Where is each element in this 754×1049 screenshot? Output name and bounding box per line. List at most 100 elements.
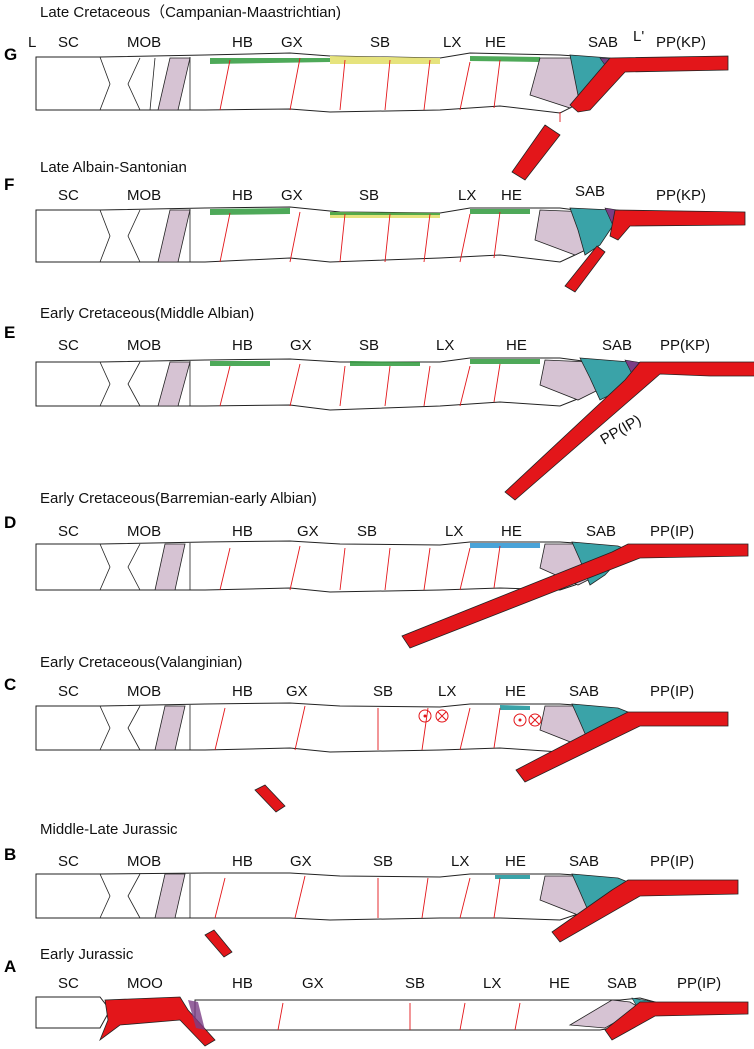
region-label-sc: SC — [58, 523, 79, 540]
region-label-hb: HB — [232, 34, 253, 51]
region-label-sc: SC — [58, 975, 79, 992]
region-label-mob: MOB — [127, 523, 161, 540]
region-label-he: HE — [485, 34, 506, 51]
panel-a: A Early Jurassic SC MOO HB GX SB LX HE S… — [4, 946, 749, 1047]
region-label-sab: SAB — [575, 183, 605, 200]
region-label-sc: SC — [58, 683, 79, 700]
region-label-sb: SB — [373, 683, 393, 700]
into-page-symbol — [435, 709, 449, 723]
subducting-plate — [609, 209, 746, 241]
region-label-sab: SAB — [586, 523, 616, 540]
region-label-pp: PP(KP) — [656, 34, 706, 51]
region-label-pp: PP(KP) — [660, 337, 710, 354]
region-label-sb: SB — [357, 523, 377, 540]
region-label-pp: PP(IP) — [650, 523, 694, 540]
panel-letter: C — [4, 675, 16, 694]
region-label-hb: HB — [232, 523, 253, 540]
panel-title: Early Cretaceous(Middle Albian) — [40, 305, 254, 322]
region-label-he: HE — [501, 187, 522, 204]
region-label-gx: GX — [290, 853, 312, 870]
region-label-gx: GX — [281, 34, 303, 51]
region-label-he: HE — [549, 975, 570, 992]
region-label-sc: SC — [58, 337, 79, 354]
region-label-he: HE — [501, 523, 522, 540]
panel-d: D Early Cretaceous(Barremian-early Albia… — [4, 490, 749, 649]
panel-letter: E — [4, 323, 15, 342]
region-label-mob: MOB — [127, 853, 161, 870]
panel-title: Late Cretaceous（Campanian-Maastrichtian) — [40, 4, 341, 21]
region-label-gx: GX — [281, 187, 303, 204]
region-label-sab: SAB — [588, 34, 618, 51]
subducting-plate — [515, 711, 729, 783]
region-label-sc: SC — [58, 34, 79, 51]
region-label-sab: SAB — [569, 853, 599, 870]
region-label-gx: GX — [290, 337, 312, 354]
mauve-wedge — [157, 57, 191, 111]
subducting-plate — [569, 55, 729, 113]
region-label-moo: MOO — [127, 975, 163, 992]
region-label-pp: PP(IP) — [677, 975, 721, 992]
region-label-mob: MOB — [127, 337, 161, 354]
region-label-sb: SB — [373, 853, 393, 870]
subducting-plate — [604, 1001, 749, 1041]
crust-slab — [35, 702, 599, 753]
panel-title: Early Jurassic — [40, 946, 134, 963]
region-label-gx: GX — [297, 523, 319, 540]
panel-letter: G — [4, 45, 17, 64]
region-label-sab: SAB — [607, 975, 637, 992]
panel-g: G Late Cretaceous（Campanian-Maastrichtia… — [4, 4, 729, 181]
panel-f: F Late Albain-Santonian SC MOB HB GX SB … — [4, 159, 746, 293]
region-label-gx: GX — [286, 683, 308, 700]
crust-slab-left — [35, 996, 111, 1029]
region-label-lx: LX — [443, 34, 461, 51]
subducting-plate — [504, 361, 754, 501]
panel-letter: B — [4, 845, 16, 864]
panel-title: Middle-Late Jurassic — [40, 821, 178, 838]
region-label-lx: LX — [438, 683, 456, 700]
region-label-mob: MOB — [127, 34, 161, 51]
panel-letter: D — [4, 513, 16, 532]
region-label-lx: LX — [458, 187, 476, 204]
region-label-pp: PP(IP) — [650, 853, 694, 870]
region-label-pp: PP(IP) — [650, 683, 694, 700]
region-label-hb: HB — [232, 683, 253, 700]
region-label-sc: SC — [58, 853, 79, 870]
region-label-he: HE — [506, 337, 527, 354]
region-label-sb: SB — [370, 34, 390, 51]
region-label-sb: SB — [405, 975, 425, 992]
region-label-lx: LX — [436, 337, 454, 354]
subducting-plate — [401, 543, 749, 649]
panel-title: Early Cretaceous(Valanginian) — [40, 654, 242, 671]
region-label-hb: HB — [232, 337, 253, 354]
panel-title: Late Albain-Santonian — [40, 159, 187, 176]
panel-e: E Early Cretaceous(Middle Albian) SC MOB… — [4, 305, 754, 501]
region-label-mob: MOB — [127, 683, 161, 700]
region-label-hb: HB — [232, 187, 253, 204]
panel-letter: A — [4, 957, 16, 976]
section-end-label: L' — [633, 28, 644, 45]
region-label-he: HE — [505, 853, 526, 870]
panel-b: B Middle-Late Jurassic SC MOB HB GX SB L… — [4, 821, 739, 958]
region-label-gx: GX — [302, 975, 324, 992]
region-label-lx: LX — [445, 523, 463, 540]
region-label-sc: SC — [58, 187, 79, 204]
region-label-mob: MOB — [127, 187, 161, 204]
region-label-sab: SAB — [569, 683, 599, 700]
crust-slab — [35, 872, 599, 921]
panel-c: C Early Cretaceous(Valanginian) SC MOB H… — [4, 654, 729, 813]
crust-slab — [35, 357, 599, 411]
yellow-sediment — [330, 56, 440, 64]
panel-letter: F — [4, 175, 14, 194]
region-label-lx: LX — [483, 975, 501, 992]
subducting-plate — [551, 879, 739, 943]
detached-slab — [511, 124, 561, 181]
panel-title: Early Cretaceous(Barremian-early Albian) — [40, 490, 317, 507]
out-of-page-symbol — [418, 709, 432, 723]
crust-slab — [35, 540, 599, 593]
region-label-sab: SAB — [602, 337, 632, 354]
region-label-sb: SB — [359, 187, 379, 204]
region-label-pp: PP(KP) — [656, 187, 706, 204]
crust-slab — [35, 206, 597, 263]
region-label-sb: SB — [359, 337, 379, 354]
